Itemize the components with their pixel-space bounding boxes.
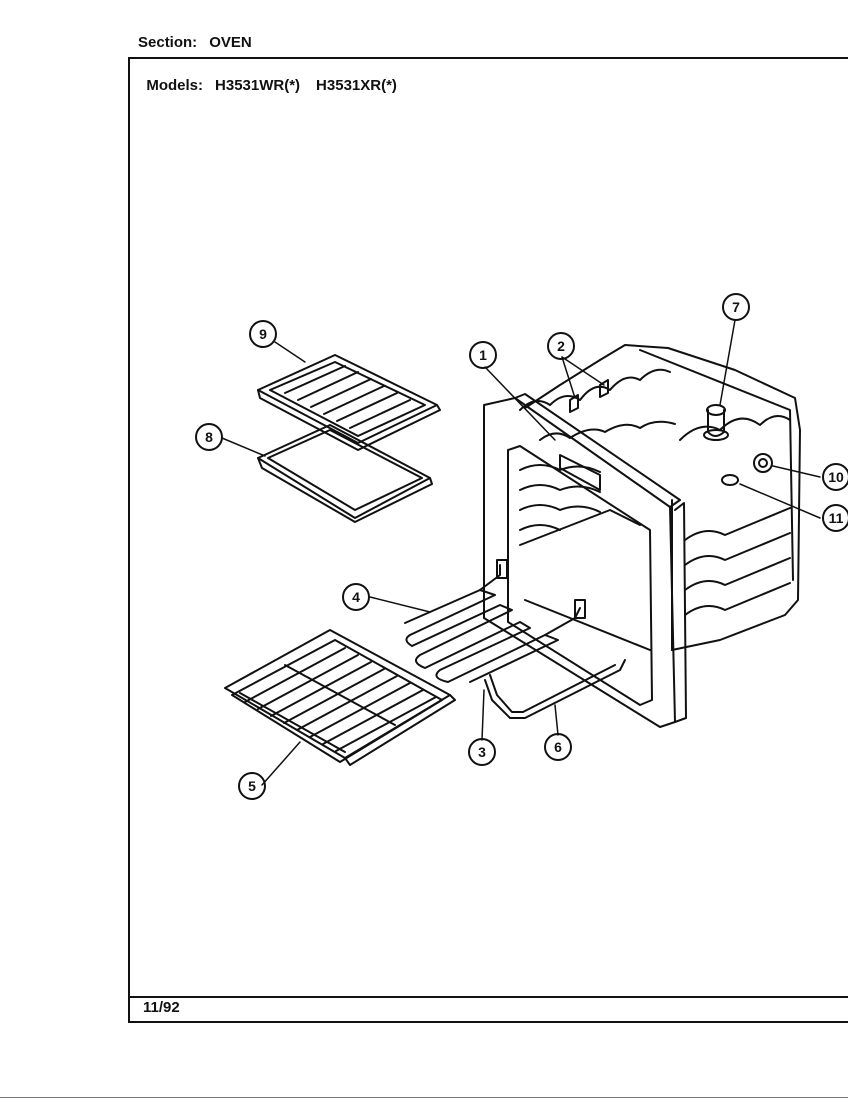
- callout-1: 1: [479, 347, 487, 363]
- section-value: OVEN: [209, 34, 252, 51]
- models-heading: Models: H3531WR(*) H3531XR(*): [138, 60, 413, 94]
- callout-8: 8: [205, 429, 213, 445]
- revision-date: 11/92: [143, 999, 180, 1016]
- model-number-1: H3531WR(*): [215, 77, 301, 94]
- footer-divider: [128, 996, 848, 998]
- callout-circles: [195, 293, 848, 800]
- section-heading: Section: OVEN: [138, 34, 252, 51]
- page-bottom-rule: [0, 1097, 848, 1098]
- section-label: Section:: [138, 34, 198, 51]
- callout-6: 6: [554, 739, 562, 755]
- small-components: [569, 379, 773, 486]
- broil-element: [404, 559, 586, 683]
- callout-10: 10: [828, 469, 844, 485]
- model-number-2: H3531XR(*): [316, 77, 397, 94]
- callout-5: 5: [248, 778, 256, 794]
- broiler-pan-insert: [257, 354, 441, 451]
- broiler-pan: [257, 424, 433, 523]
- oven-rack: [224, 629, 456, 766]
- front-frame: [483, 393, 687, 728]
- callout-7: 7: [732, 299, 740, 315]
- leader-lines: [221, 319, 821, 786]
- callout-9: 9: [259, 326, 267, 342]
- diagram-frame: [128, 57, 848, 1023]
- oven-cabinet: [519, 344, 801, 651]
- bake-element: [484, 659, 626, 719]
- callout-11: 11: [829, 510, 844, 526]
- models-label: Models:: [146, 77, 204, 94]
- callout-4: 4: [352, 589, 360, 605]
- callout-2: 2: [557, 338, 565, 354]
- callout-3: 3: [478, 744, 486, 760]
